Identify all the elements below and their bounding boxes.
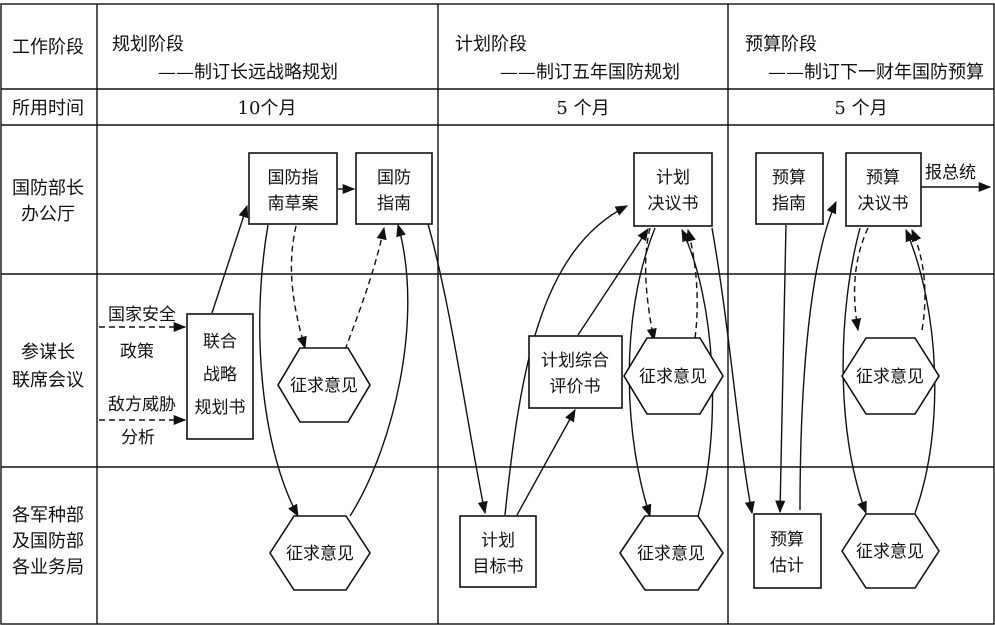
box-defense-guide-line1: 国防 (377, 168, 411, 188)
flow-arrows (99, 181, 992, 518)
stage-1-title: 规划阶段 (112, 34, 184, 55)
hexagon-label: 征求意见 (637, 544, 705, 564)
hexagon-consult-jcs-budget: 征求意见 (841, 337, 940, 415)
box-eval-line2: 评价书 (550, 377, 601, 397)
stage-3-subtitle: ——制订下一财年国防预算 (768, 62, 984, 83)
box-budget-estimate-line1: 预算 (770, 530, 804, 550)
box-guide-draft-line2: 南草案 (268, 194, 319, 214)
stage-1-subtitle: ——制订长远战略规划 (158, 62, 338, 83)
box-joint-plan-line3: 规划书 (195, 398, 246, 418)
output-to-president-label: 报总统 (925, 163, 976, 183)
box-budget-estimate: 预算 估计 (753, 513, 822, 589)
stage-2-title: 计划阶段 (455, 34, 527, 55)
stage-2-subtitle: ——制订五年国防规划 (500, 62, 680, 83)
box-joint-plan-line2: 战略 (203, 365, 237, 385)
box-plan-decision-line2: 决议书 (648, 194, 699, 214)
box-eval-line1: 计划综合 (541, 351, 609, 371)
time-stage-2: 5 个月 (556, 98, 609, 119)
row-label-osd-line1: 国防部长 (12, 178, 84, 199)
box-joint-plan-line1: 联合 (203, 332, 237, 352)
box-program-target: 计划 目标书 (459, 515, 537, 588)
hexagon-consult-jcs-programming: 征求意见 (623, 337, 724, 415)
box-joint-strategic-plan: 联合 战略 规划书 (186, 313, 254, 440)
box-budget-decision-line2: 决议书 (858, 194, 909, 214)
hexagon-consult-services-budget: 征求意见 (841, 513, 940, 589)
row-label-services-line1: 各军种部 (12, 505, 84, 526)
box-budget-guide-line2: 指南 (772, 194, 806, 214)
time-row-label: 所用时间 (12, 98, 84, 119)
input-threat-line1: 敌方威胁 (108, 395, 176, 415)
box-target-line2: 目标书 (473, 557, 524, 577)
hexagon-consult-services-programming: 征求意见 (619, 515, 724, 591)
box-guide-draft: 国防指 南草案 (248, 152, 338, 225)
hexagon-consult-jcs-planning: 征求意见 (277, 347, 371, 423)
box-budget-guide: 预算 指南 (755, 152, 824, 225)
row-label-jcs-line2: 联席会议 (12, 370, 84, 391)
time-stage-3: 5 个月 (834, 98, 887, 119)
hexagon-label: 征求意见 (856, 542, 924, 562)
input-security-line1: 国家安全 (108, 305, 176, 325)
stage-column-label: 工作阶段 (12, 37, 84, 58)
box-budget-decision: 预算 决议书 (845, 152, 922, 227)
box-target-line1: 计划 (481, 531, 515, 551)
box-budget-guide-line1: 预算 (772, 168, 806, 188)
hexagon-label: 征求意见 (856, 367, 924, 387)
hexagon-label: 征求意见 (639, 367, 707, 387)
box-defense-guide: 国防 指南 (355, 152, 433, 225)
box-plan-decision: 计划 决议书 (633, 152, 713, 227)
hexagon-label: 征求意见 (286, 544, 354, 564)
row-label-services-line3: 各业务局 (12, 557, 84, 578)
box-budget-estimate-line2: 估计 (770, 556, 804, 576)
hexagon-label: 征求意见 (290, 376, 358, 396)
time-stage-1: 10个月 (238, 98, 297, 119)
hexagon-consult-services-planning: 征求意见 (269, 515, 371, 591)
box-budget-decision-line1: 预算 (866, 168, 900, 188)
row-label-services-line2: 及国防部 (12, 531, 84, 552)
row-label-osd-line2: 办公厅 (21, 204, 75, 225)
table-grid (0, 3, 995, 625)
box-program-evaluation: 计划综合 评价书 (528, 335, 623, 409)
input-threat-line2: 分析 (121, 428, 155, 448)
box-defense-guide-line2: 指南 (377, 194, 411, 214)
box-plan-decision-line1: 计划 (656, 168, 690, 188)
row-label-jcs-line1: 参谋长 (21, 342, 75, 363)
box-guide-draft-line1: 国防指 (268, 168, 319, 188)
input-security-line2: 政策 (120, 342, 154, 362)
stage-3-title: 预算阶段 (745, 34, 817, 55)
